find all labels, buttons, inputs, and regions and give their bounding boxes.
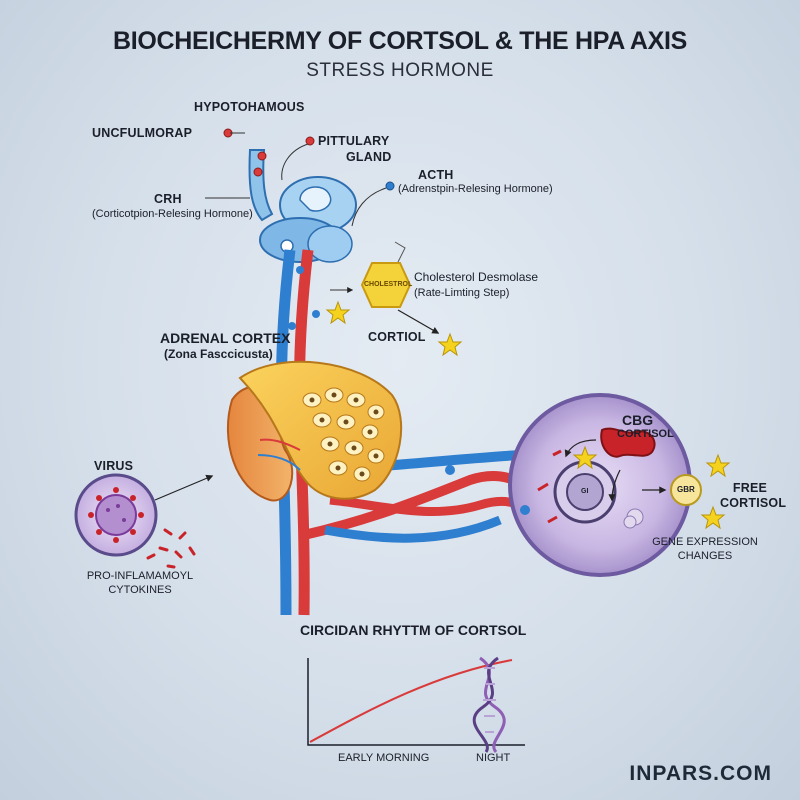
virus-label: VIRUS bbox=[94, 459, 134, 473]
page-title: BIOCHEICHERMY OF CORTSOL & THE HPA AXIS bbox=[113, 27, 687, 55]
circadian-x-start-label: EARLY MORNING bbox=[338, 752, 430, 764]
circadian-chart-title: CIRCIDAN RHYTTM OF CORTSOL bbox=[300, 622, 527, 638]
gene-expression-label-line2: CHANGES bbox=[677, 550, 733, 562]
crh-full-label: (Corticotpion-Relesing Hormone) bbox=[92, 208, 253, 220]
adrenal-gland bbox=[226, 360, 403, 502]
page-subtitle: STRESS HORMONE bbox=[306, 60, 494, 81]
cytokines-label-line1: PRO-INFLAMAMOYL bbox=[86, 570, 194, 582]
cytokine-icons bbox=[146, 528, 196, 569]
gene-expression-label-line1: GENE EXPRESSION bbox=[652, 536, 758, 548]
enzyme-note-label: (Rate-Limting Step) bbox=[414, 287, 510, 299]
cholesterol-badge-label: CHOLESTROL bbox=[364, 281, 413, 288]
cytokines-label-line2: CYTOKINES bbox=[108, 584, 172, 596]
cbg-cortisol-label: CORTISOL bbox=[617, 428, 674, 440]
zona-label: (Zona Fasccicusta) bbox=[164, 347, 273, 361]
circadian-x-end-label: NIGHT bbox=[476, 752, 511, 764]
acth-label: ACTH bbox=[418, 168, 454, 182]
hypothalamus-label: HYPOTOHAMOUS bbox=[194, 100, 305, 114]
target-cell bbox=[445, 393, 692, 577]
crh-label: CRH bbox=[154, 192, 182, 206]
virus-icon bbox=[74, 473, 158, 557]
acth-full-label: (Adrenstpin-Relesing Hormone) bbox=[398, 183, 553, 195]
free-cortisol-label-line1: FREE bbox=[732, 481, 768, 495]
circadian-chart bbox=[307, 658, 525, 746]
cbg-label: CBG bbox=[622, 412, 654, 428]
adrenal-cortex-label: ADRENAL CORTEX bbox=[160, 330, 291, 346]
free-cortisol-label-line2: CORTISOL bbox=[720, 496, 787, 510]
nucleus-label: GI bbox=[581, 488, 589, 495]
gbr-receptor bbox=[670, 474, 702, 506]
pituitary-gland bbox=[248, 149, 357, 263]
cholesterol-hexagon-icon bbox=[360, 241, 412, 308]
pituitary-label-line2: GLAND bbox=[346, 150, 392, 164]
gbr-label: GBR bbox=[677, 485, 695, 494]
brand-watermark: INPARS.COM bbox=[629, 761, 772, 785]
star-icon bbox=[325, 300, 731, 530]
pituitary-label-line1: PITTULARY bbox=[318, 134, 390, 148]
unculmorap-label: UNCFULMORAP bbox=[92, 126, 193, 140]
enzyme-label: Cholesterol Desmolase bbox=[414, 270, 539, 284]
dna-icon bbox=[472, 656, 506, 754]
cortisol-label: CORTIOL bbox=[368, 330, 426, 344]
